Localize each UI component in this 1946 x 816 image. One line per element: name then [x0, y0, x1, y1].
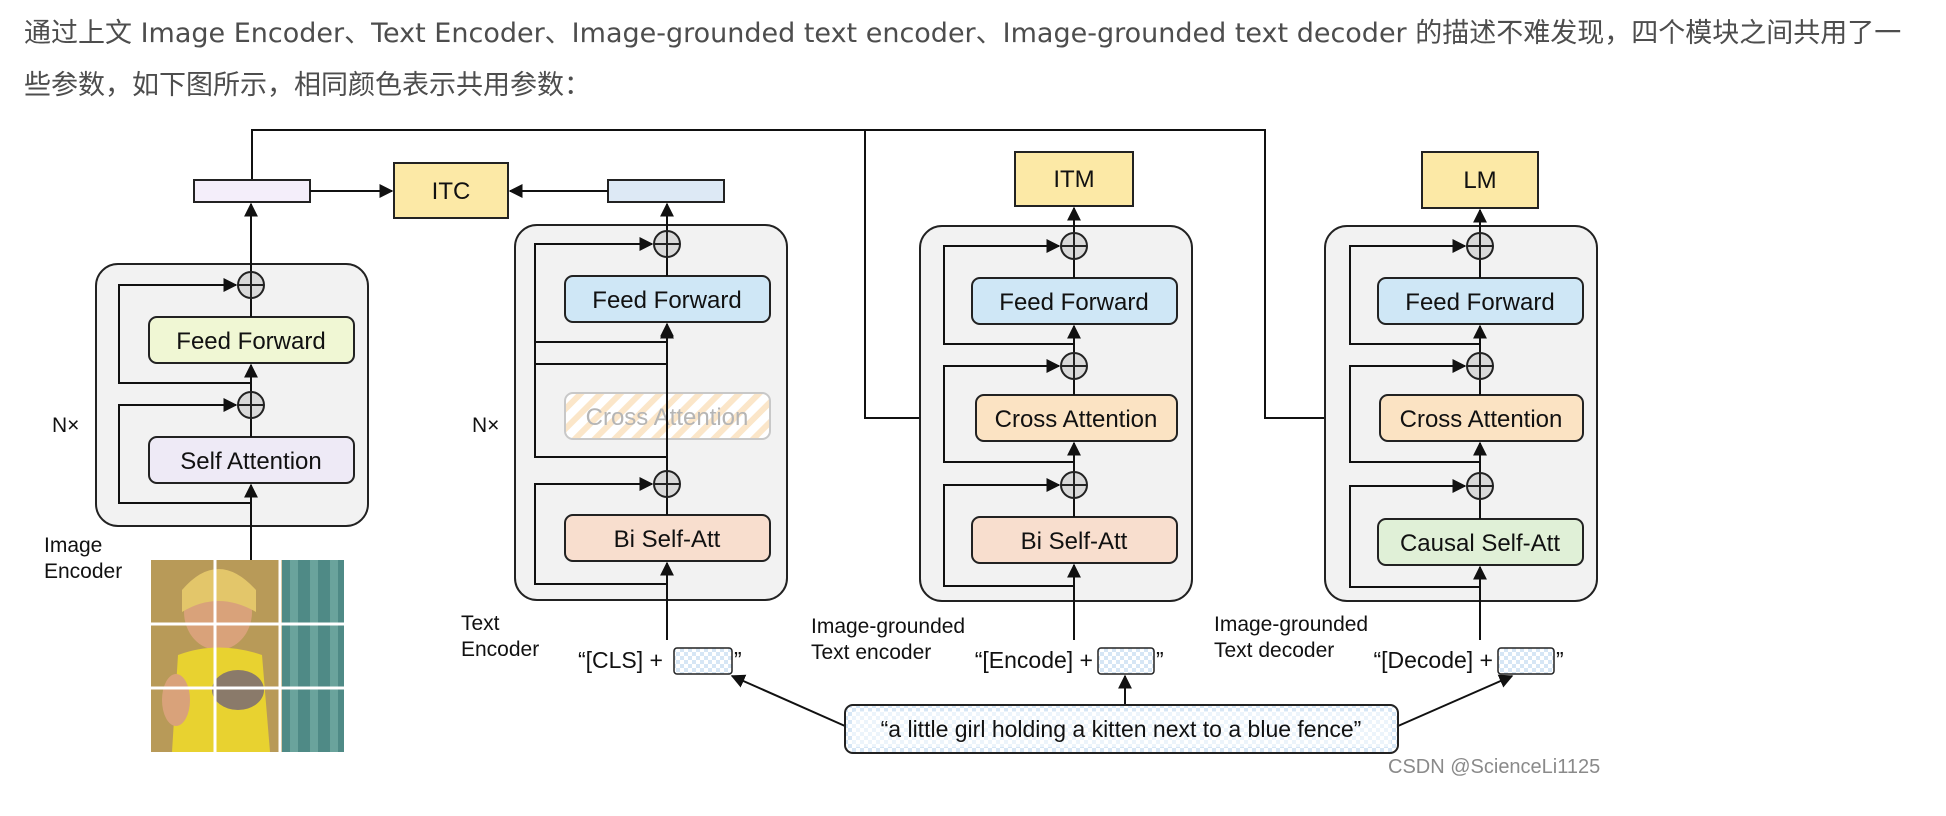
grounded-decoder-caption-2: Text decoder [1214, 639, 1334, 662]
grounded-encoder-input-prefix: “[Encode] + [975, 647, 1093, 673]
itc-head: ITC [193, 162, 725, 219]
text-encoder-caption-1: Text [461, 612, 500, 635]
input-photo [151, 560, 344, 752]
text-encoder-input-prefix: “[CLS] + [578, 647, 663, 673]
grounded-dec-cross-attention-block [1379, 394, 1584, 442]
grounded-dec-cross-attention-label: Cross Attention [1400, 406, 1563, 433]
itm-box [1014, 151, 1134, 207]
text-encoder-module: Feed Forward Cross Attention Bi Self-Att… [461, 202, 788, 675]
watermark: CSDN @ScienceLi1125 [1388, 756, 1600, 778]
grounded-enc-self-att-label: Bi Self-Att [1021, 528, 1128, 555]
text-feed-forward-label: Feed Forward [592, 287, 741, 314]
lm-box [1421, 151, 1539, 209]
intro-paragraph: 通过上文 Image Encoder、Text Encoder、Image-gr… [24, 18, 1902, 101]
decode-token-placeholder [1497, 647, 1555, 675]
text-encoder-caption-2: Encoder [461, 638, 539, 661]
text-self-att-label: Bi Self-Att [614, 526, 721, 553]
image-self-attention-label: Self Attention [180, 448, 321, 475]
grounded-decoder-module: LM Feed Forward Cross Attention Causal S… [1214, 151, 1598, 675]
itc-label: ITC [432, 178, 471, 205]
grounded-decoder-input-suffix: ” [1556, 647, 1564, 673]
lm-label: LM [1463, 167, 1496, 194]
grounded-encoder-module: ITM Feed Forward Cross Attention Bi Self… [811, 151, 1193, 675]
grounded-dec-feed-forward-label: Feed Forward [1405, 289, 1554, 316]
text-nx-label: N× [472, 414, 499, 437]
itc-box [393, 162, 509, 219]
text-encoder-input-suffix: ” [734, 647, 742, 673]
text-token-placeholder [673, 647, 733, 675]
image-feed-forward-label: Feed Forward [176, 328, 325, 355]
grounded-encoder-input-suffix: ” [1156, 647, 1164, 673]
grounded-enc-feed-forward-label: Feed Forward [999, 289, 1148, 316]
image-nx-label: N× [52, 414, 79, 437]
grounded-dec-causal-self-att-label: Causal Self-Att [1400, 530, 1560, 557]
grounded-enc-cross-attention-label: Cross Attention [995, 406, 1158, 433]
caption-group: “a little girl holding a kitten next to … [730, 674, 1514, 754]
grounded-decoder-input-prefix: “[Decode] + [1373, 647, 1493, 673]
itm-label: ITM [1053, 166, 1094, 193]
caption-text: “a little girl holding a kitten next to … [881, 716, 1362, 742]
image-encoder-module: Feed Forward Self Attention N× Image Enc… [44, 202, 369, 583]
grounded-enc-cross-attention-block [975, 394, 1178, 442]
grounded-encoder-caption-1: Image-grounded [811, 615, 965, 638]
image-encoder-caption-2: Encoder [44, 560, 122, 583]
grounded-encoder-caption-2: Text encoder [811, 641, 931, 664]
grounded-decoder-caption-1: Image-grounded [1214, 613, 1368, 636]
image-encoder-caption-1: Image [44, 534, 102, 557]
encode-token-placeholder [1097, 647, 1155, 675]
